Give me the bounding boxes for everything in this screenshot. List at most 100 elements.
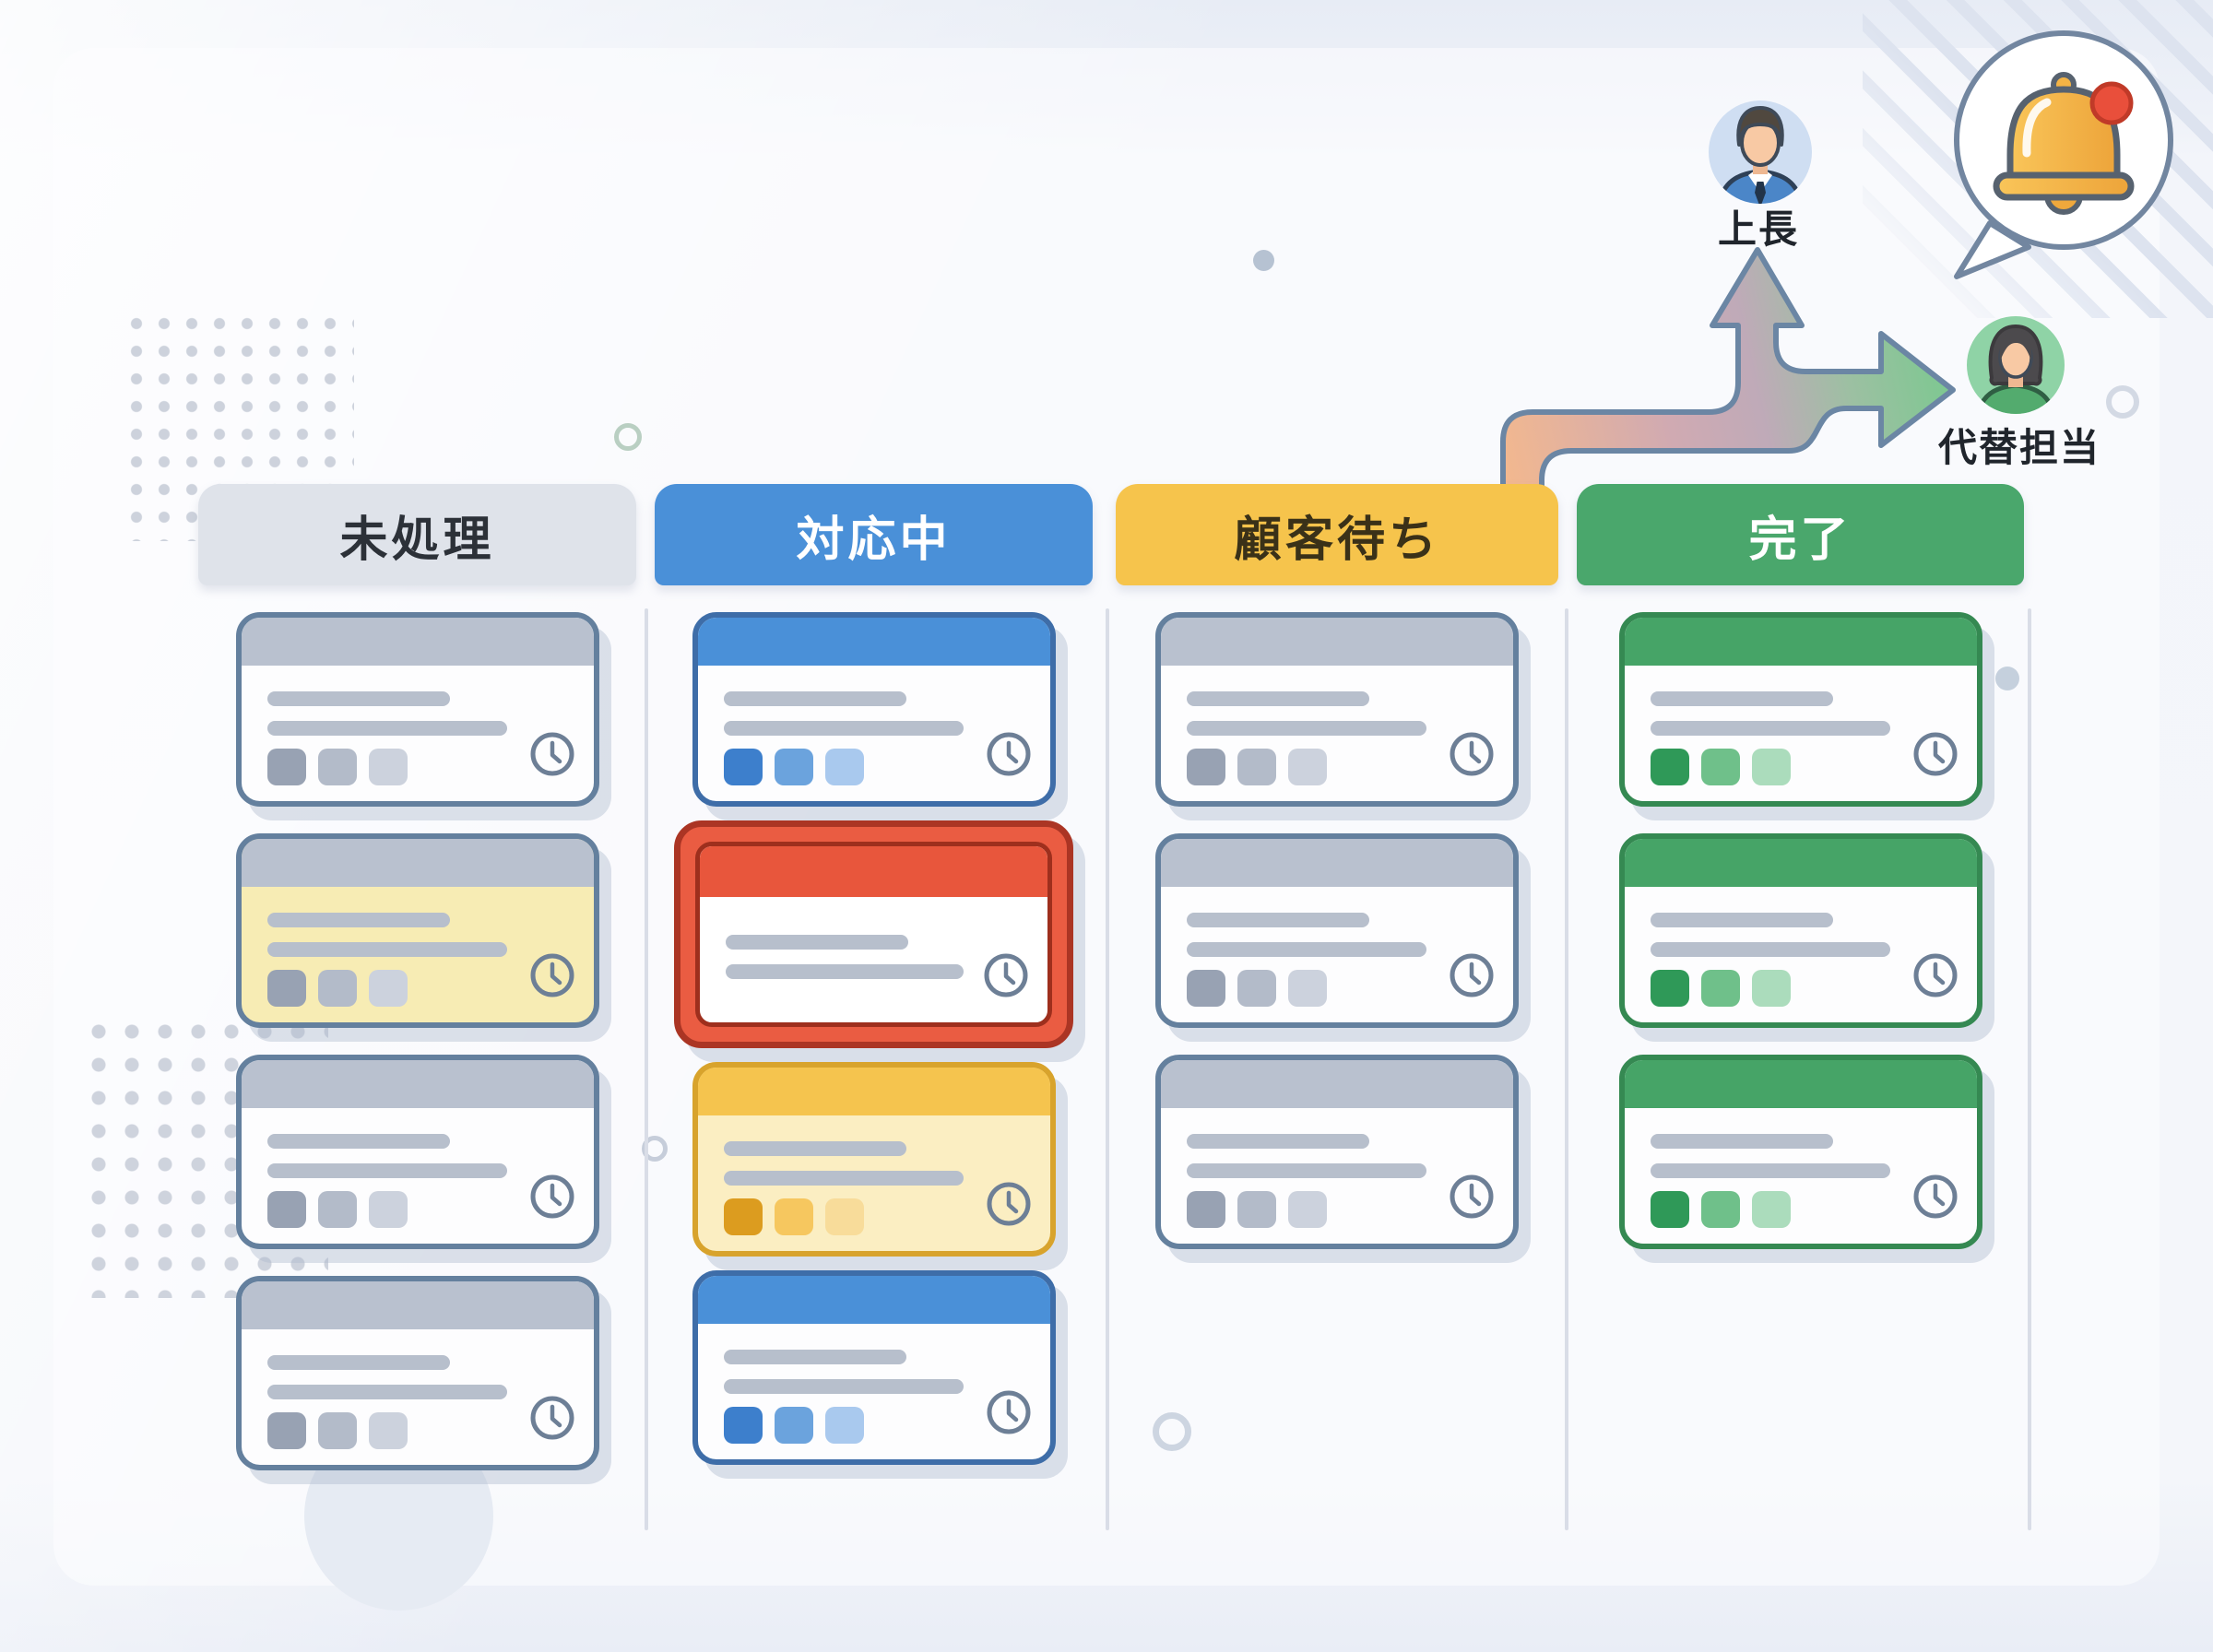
clock-icon [530,953,574,997]
ticket-card-alert[interactable] [695,842,1052,1027]
text-placeholder-line [1187,942,1426,957]
column-header-waiting-customer: 顧客待ち [1116,484,1558,585]
card-color-bar [1624,618,1977,666]
tag-chip [266,1191,306,1228]
tag-chip [1187,1191,1225,1228]
text-placeholder-line [266,1385,507,1399]
ring-decoration [642,1136,668,1162]
card-color-bar [241,1060,594,1108]
text-placeholder-line [1650,1134,1833,1149]
tag-chip [1650,749,1689,785]
text-placeholder-line [1650,942,1890,957]
ring-decoration [614,423,642,451]
card-list [1155,612,1519,1249]
tag-chip [1288,970,1327,1007]
clock-icon [1913,732,1957,776]
column-divider [1565,608,1568,1530]
tag-chip [266,749,306,785]
tag-chips [266,1412,408,1449]
ticket-card[interactable] [692,612,1056,807]
tag-chip [1288,749,1327,785]
clock-icon [984,953,1028,997]
clock-icon [530,1396,574,1440]
clock-icon [987,1182,1030,1226]
ticket-card[interactable] [1618,833,1982,1028]
column-header-done: 完了 [1577,484,2024,585]
text-placeholder-line [1650,913,1833,927]
substitute-label: 代替担当 [1937,426,2101,469]
ring-decoration [2106,385,2139,419]
ticket-card[interactable] [235,612,599,807]
ticket-card[interactable] [235,833,599,1028]
tag-chip [1187,749,1225,785]
ticket-card[interactable] [235,1055,599,1249]
card-list [235,612,599,1470]
notification-bubble [1954,30,2173,279]
tag-chip [1650,970,1689,1007]
text-placeholder-line [266,942,507,957]
hair-fringe [1999,330,2032,361]
column-header-untreated: 未処理 [198,484,636,585]
text-placeholder-line [1650,1163,1890,1178]
ticket-card[interactable] [692,1270,1056,1465]
clock-icon [1913,1174,1957,1219]
text-placeholder-line [1187,721,1426,736]
bell-icon [1993,72,2135,215]
tag-chip [723,1407,763,1444]
card-list [1618,612,1982,1249]
tag-chip [1751,970,1791,1007]
text-placeholder-line [1187,913,1369,927]
bell-lip [1993,171,2135,201]
tag-chip [368,970,408,1007]
card-color-bar [241,839,594,887]
tag-chip [317,1412,357,1449]
tag-chip [1288,1191,1327,1228]
tag-chip [317,749,357,785]
tag-chip [1650,1191,1689,1228]
clock-icon [530,732,574,776]
card-color-bar [697,618,1050,666]
tag-chip [1751,749,1791,785]
ticket-card[interactable] [235,1276,599,1470]
tag-chip [824,1198,864,1235]
tag-chips [1187,749,1327,785]
card-color-bar [1624,839,1977,887]
text-placeholder-line [266,1163,507,1178]
clock-icon [1450,953,1494,997]
text-placeholder-line [266,1355,450,1370]
tag-chip [1237,749,1276,785]
ticket-card[interactable] [1618,1055,1982,1249]
sla-alert-frame[interactable] [674,820,1073,1048]
substitute-avatar [1967,316,2065,414]
supervisor-avatar [1709,100,1812,204]
alert-badge [2089,81,2134,125]
tag-chip [317,1191,357,1228]
tag-chip [774,749,813,785]
ticket-card[interactable] [692,1062,1056,1257]
card-list [674,612,1073,1465]
bell-highlight [2022,98,2052,158]
fork-arrow-path [1500,247,1956,519]
tag-chip [266,1412,306,1449]
ticket-card[interactable] [1155,833,1519,1028]
text-placeholder-line [723,1171,964,1186]
ticket-card[interactable] [1155,1055,1519,1249]
text-placeholder-line [266,913,450,927]
kanban-column-waiting-customer: 顧客待ち [1116,484,1558,1249]
card-color-bar [1161,618,1513,666]
tag-chip [1700,1191,1740,1228]
text-placeholder-line [723,721,964,736]
text-placeholder-line [1187,691,1369,706]
ticket-card[interactable] [1155,612,1519,807]
tag-chip [368,749,408,785]
clock-icon [530,1174,574,1219]
tag-chip [1187,970,1225,1007]
card-color-bar [1624,1060,1977,1108]
tag-chips [266,1191,408,1228]
supervisor-label: 上長 [1717,207,1799,251]
tag-chip [723,749,763,785]
ticket-card[interactable] [1618,612,1982,807]
clock-icon [987,732,1030,776]
